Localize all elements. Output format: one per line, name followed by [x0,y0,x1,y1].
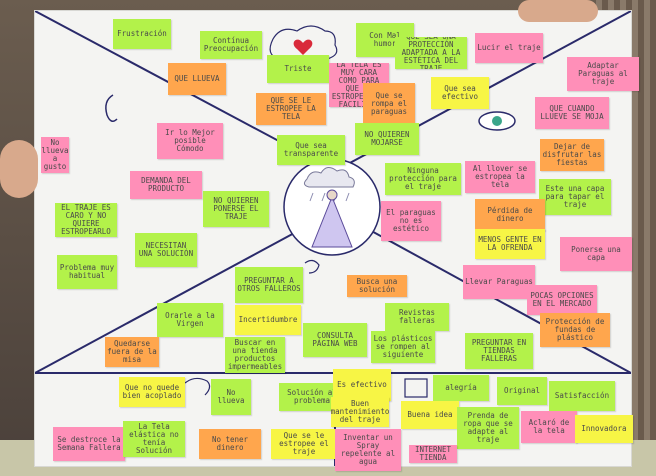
sticky-note: Adaptar Paraguas al traje [567,57,639,91]
sticky-note: No tener dinero [199,429,261,459]
hand-left [0,140,38,198]
sticky-note: Problema muy habitual [57,255,117,289]
sticky-note: Ninguna protección para el traje [385,163,461,195]
sticky-note: Los plásticos se rompen al siguiente [371,331,435,363]
sticky-note: Frustración [113,19,171,49]
sticky-note: Orarle a la Virgen [157,303,223,337]
sticky-note: Satisfacción [549,381,615,411]
sticky-note: Quedarse fuera de la misa [105,337,159,367]
sticky-note: PREGUNTAR A OTROS FALLEROS [235,267,303,303]
sticky-note: La Tela elástica no tenía Solución [123,421,185,457]
hand-right-top [518,0,598,22]
sticky-note: Que se rompa el paraguas [363,83,415,125]
sticky-note: QUE LLUEVA [168,63,226,95]
sticky-note: INTERNET TIENDA [409,445,457,463]
sticky-note: Llevar Paraguas [463,265,535,299]
sticky-note: NECESITAN UNA SOLUCIÓN [135,233,197,267]
sticky-note: Que no quede bien acoplado [119,377,185,407]
sticky-note: No llueva a gusto [41,137,69,173]
sticky-note: No llueva [211,379,251,415]
sticky-note: Revistas falleras [385,303,449,331]
sticky-note: QUE SEA UNA PROTECCIÓN ADAPTADA A LA EST… [395,37,467,69]
sticky-note: QUE SE LE ESTROPEE LA TELA [256,93,326,125]
sticky-note: Que sea efectivo [431,77,489,109]
sticky-note: El paraguas no es estético [381,201,441,241]
sticky-note: Que sea transparente [277,135,345,165]
sticky-note: Contínua Preocupación [200,31,262,59]
sticky-note: Que se le estropee el traje [271,429,337,459]
sticky-note: Se destroce la Semana Fallera [53,427,125,461]
sticky-note: Buen mantenimiento del traje [331,397,389,427]
sticky-note: Buena idea [401,401,459,429]
sticky-note: Ponerse una capa [560,237,632,271]
sticky-note: NO QUIEREN PONERSE EL TRAJE [203,191,269,227]
sticky-note: POCAS OPCIONES EN EL MERCADO [527,285,597,315]
sticky-note: MENOS GENTE EN LA OFRENDA [475,229,545,259]
sticky-note: Buscar en una tienda productos impermeab… [225,337,285,373]
sticky-note: Inventar un Spray repelente al agua [335,429,401,471]
sticky-note: QUE CUANDO LLUEVE SE MOJA [535,97,609,129]
sticky-note: Triste [267,55,329,83]
sticky-note: Pérdida de dinero [475,199,545,231]
sticky-note: Original [497,377,547,405]
sticky-note: Incertidumbre [235,305,301,335]
sticky-note: CONSULTA PÁGINA WEB [303,323,367,357]
sticky-note: Es efectivo [333,369,391,401]
sticky-note: Aclaró de la tela [521,411,577,443]
sticky-note: Al llover se estropea la tela [465,161,535,193]
sticky-note: Este una capa para tapar el traje [539,179,611,215]
sticky-note: alegría [433,375,489,401]
sticky-note: PREGUNTAR EN TIENDAS FALLERAS [465,333,533,369]
sticky-note: DEMANDA DEL PRODUCTO [130,171,202,199]
sticky-note: Dejar de disfrutar las fiestas [540,139,604,171]
sticky-note: Lucir el traje [475,33,543,63]
sticky-note: Innovadora [575,415,633,443]
sticky-note: NO QUIEREN MOJARSE [355,123,419,155]
sticky-note: Prenda de ropa que se adapte al traje [457,407,519,449]
sticky-note: Ir lo Mejor posible Cómodo [157,123,223,159]
sticky-note: Busca una solución [347,275,407,297]
sticky-note: EL TRAJE ES CARO Y NO QUIERE ESTROPEARLO [55,203,117,237]
sticky-note: Protección de fundas de plástico [540,313,610,347]
